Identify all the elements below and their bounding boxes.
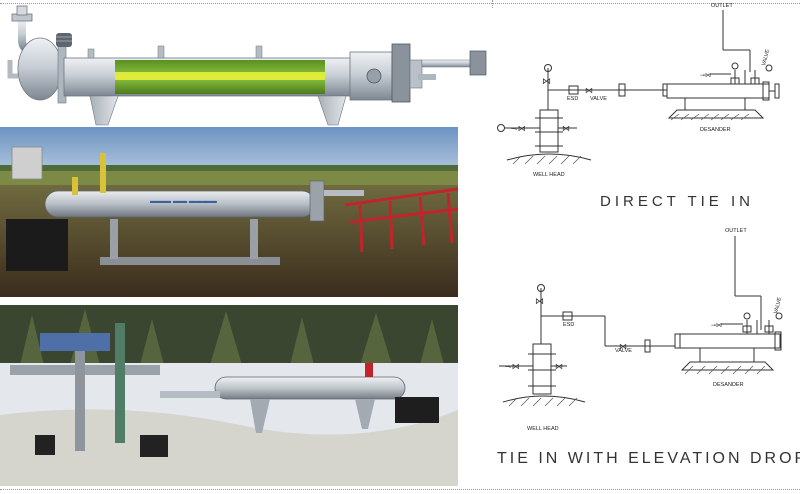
- left-head: [17, 37, 63, 101]
- caption-tie-in-elevation-drop: TIE IN WITH ELEVATION DROP: [497, 450, 800, 467]
- svg-text:⊸⋈: ⊸⋈: [505, 362, 520, 371]
- well-head-label-2: WELL HEAD: [527, 426, 559, 432]
- svg-text:⋈: ⋈: [535, 296, 544, 306]
- vertical-valve-label: VALVE: [761, 48, 771, 66]
- field-photo-installed-desander: ▬▬▬ ▬▬ ▬▬▬▬: [0, 127, 458, 297]
- valve-label: VALVE: [590, 96, 607, 102]
- desander-vessel: [666, 83, 770, 99]
- desander-label-2: DESANDER: [713, 382, 744, 388]
- outlet-pipe: [421, 59, 475, 68]
- desander-label: DESANDER: [700, 127, 731, 133]
- caption-direct-tie-in: DIRECT TIE IN: [600, 193, 754, 210]
- svg-text:⋈: ⋈: [555, 362, 563, 371]
- storage-tank: [11, 146, 43, 180]
- vertical-dotted-rule: [492, 0, 493, 8]
- left-saddle: [89, 95, 119, 126]
- right-saddle: [317, 95, 347, 126]
- skid-base: [100, 257, 280, 265]
- svg-text:⊸⋈: ⊸⋈: [700, 73, 711, 79]
- pipe-run: [160, 391, 220, 398]
- red-pipe-rack: [344, 187, 458, 253]
- schematic-direct-tie-in: OUTLET DESANDER ⊸⋈ VALVE ⋈ ESD VALVE ⋈ ⊸…: [497, 3, 780, 178]
- outlet-label-2: OUTLET: [725, 228, 747, 234]
- winter-vessel: [214, 376, 406, 400]
- desander-vessel-2: [679, 333, 781, 349]
- well-head-label: WELL HEAD: [533, 172, 565, 178]
- svg-text:▬▬▬ ▬▬ ▬▬▬▬: ▬▬▬ ▬▬ ▬▬▬▬: [150, 198, 217, 205]
- well-head-2: [532, 343, 552, 395]
- svg-text:⋈: ⋈: [562, 124, 570, 133]
- schematic-tie-in-elevation-drop: OUTLET DESANDER ⊸⋈ VALVE ESD ⋈ VALVE ⋈ ⊸…: [499, 228, 783, 432]
- liner-stripe: [115, 72, 325, 80]
- top-dotted-rule: [0, 3, 800, 4]
- esd-label: ESD: [567, 96, 578, 102]
- tank-container: [6, 219, 68, 271]
- bottom-dotted-rule: [0, 489, 800, 490]
- wellhead-assembly: [10, 323, 168, 457]
- svg-text:⋈: ⋈: [542, 76, 551, 86]
- valve-label-2: VALVE: [615, 348, 632, 354]
- svg-text:⋈: ⋈: [619, 342, 627, 351]
- outlet-flange: [391, 43, 411, 103]
- esd-label-2: ESD: [563, 322, 574, 328]
- sight-port: [366, 68, 382, 84]
- outlet-label: OUTLET: [711, 3, 733, 9]
- vertical-valve-label-2: VALVE: [773, 296, 783, 314]
- svg-text:⋈: ⋈: [585, 86, 593, 95]
- well-head: [539, 109, 559, 153]
- desander-render: [7, 5, 487, 126]
- field-photo-winter-site: [0, 305, 458, 486]
- top-gauge: [56, 33, 72, 47]
- svg-text:⊸⋈: ⊸⋈: [511, 124, 526, 133]
- svg-text:⊸⋈: ⊸⋈: [711, 323, 722, 329]
